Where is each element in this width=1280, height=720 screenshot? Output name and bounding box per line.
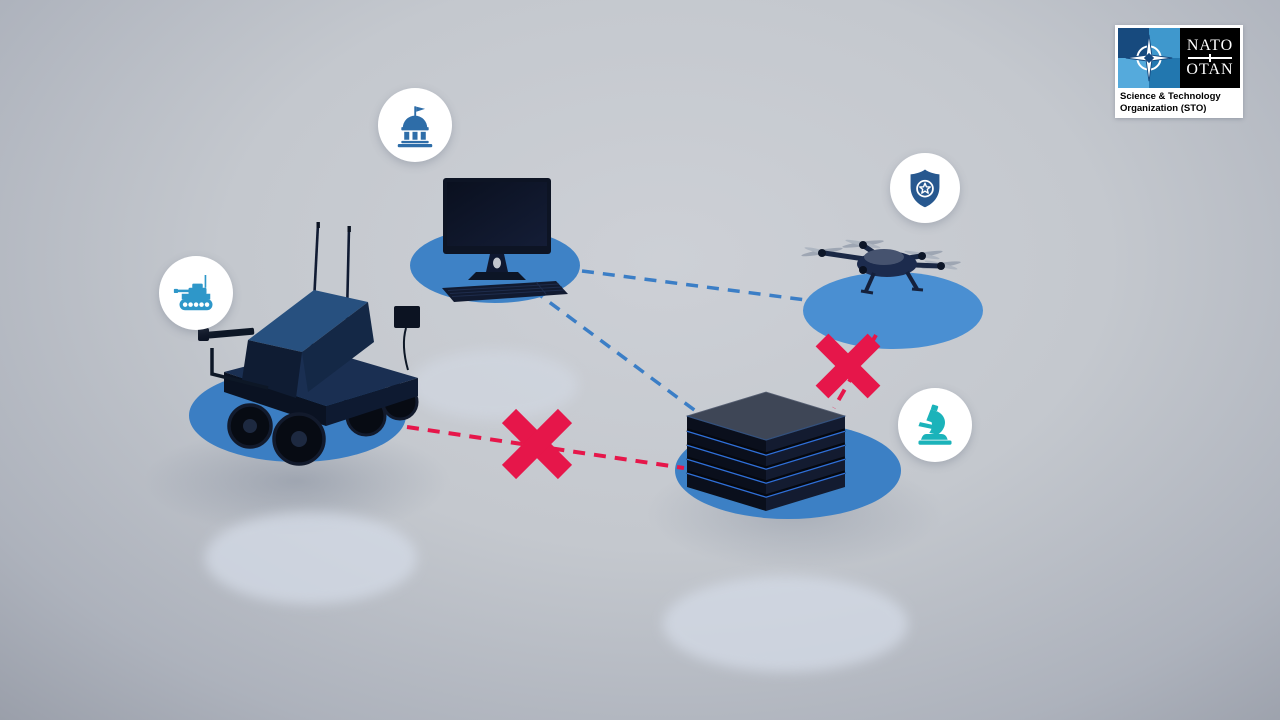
sto-caption-line2: Organization (STO) bbox=[1120, 102, 1207, 114]
monitor-base bbox=[468, 272, 526, 280]
tank-icon bbox=[173, 275, 213, 311]
keyboard bbox=[442, 281, 568, 302]
workstation-computer bbox=[442, 178, 568, 302]
badge-shield bbox=[890, 153, 960, 223]
connection-ugv-robot-server bbox=[406, 425, 685, 470]
nato-sto-logo: NATO OTAN Science & Technology Organizat… bbox=[1115, 25, 1243, 119]
robot-equipment-box bbox=[394, 306, 420, 328]
badge-research bbox=[898, 388, 972, 462]
connection-command-computer-drone bbox=[581, 269, 807, 302]
robot-sensor-barrel bbox=[204, 327, 255, 339]
empty-platform-ellipse bbox=[205, 512, 417, 604]
monitor bbox=[443, 178, 551, 280]
badge-tank bbox=[159, 256, 233, 330]
sto-caption-line1: Science & Technology bbox=[1120, 91, 1221, 102]
otan-wordmark: OTAN bbox=[1186, 60, 1234, 78]
nato-flag-squares bbox=[1118, 28, 1180, 88]
sto-caption: Science & Technology Organization (STO) bbox=[1118, 88, 1240, 116]
nato-wordmark: NATO bbox=[1186, 37, 1234, 55]
shield-star-icon bbox=[910, 169, 940, 208]
nato-wordmark-panel: NATO OTAN bbox=[1180, 28, 1240, 88]
nato-divider bbox=[1188, 57, 1232, 59]
ugv-robot bbox=[198, 222, 420, 466]
nato-compass-rose-icon bbox=[1125, 34, 1173, 82]
drone-landing-legs bbox=[860, 270, 924, 295]
blocked-connection-x-icon bbox=[815, 333, 881, 399]
server-right-face bbox=[766, 416, 845, 511]
server-layer-gaps bbox=[686, 428, 846, 498]
government-building-icon bbox=[397, 106, 433, 148]
microscope-icon bbox=[918, 404, 952, 445]
quadcopter-drone bbox=[801, 239, 961, 295]
robot-handrail bbox=[210, 348, 269, 390]
drone-body bbox=[857, 249, 917, 277]
server-left-face bbox=[687, 416, 766, 511]
server-stack bbox=[685, 391, 847, 511]
badge-government bbox=[378, 88, 452, 162]
robot-turret bbox=[198, 290, 374, 398]
blocked-connection-x-icon bbox=[501, 408, 573, 480]
drone-camera bbox=[859, 266, 867, 274]
empty-platform-ellipse bbox=[663, 576, 908, 672]
